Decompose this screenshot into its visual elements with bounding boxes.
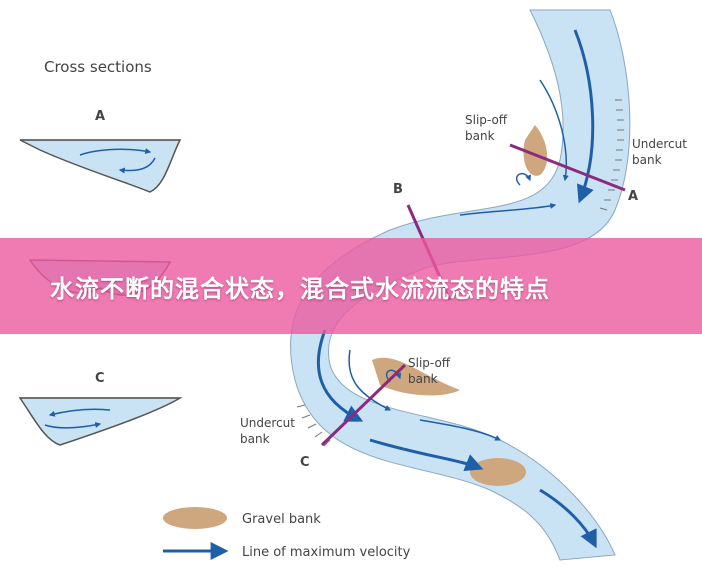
- title-banner: 水流不断的混合状态，混合式水流流态的特点: [0, 238, 702, 334]
- section-marker-b: B: [393, 182, 403, 197]
- gravel-bank-mid: [470, 458, 526, 486]
- legend: Gravel bank Line of maximum velocity: [163, 507, 411, 560]
- gravel-bank-legend-swatch: [163, 507, 227, 529]
- cross-section-a: A: [19, 109, 182, 193]
- banner-title: 水流不断的混合状态，混合式水流流态的特点: [50, 274, 550, 303]
- section-label-a: A: [95, 109, 105, 124]
- section-line-a: [509, 143, 626, 192]
- max-velocity-legend-label: Line of maximum velocity: [242, 545, 411, 560]
- section-marker-a: A: [628, 189, 638, 204]
- cross-section-c: C: [18, 371, 183, 446]
- gravel-bank-upper: [523, 125, 548, 176]
- gravel-bank-lower: [372, 357, 460, 396]
- gravel-bank-legend-label: Gravel bank: [242, 512, 321, 527]
- section-line-c: [320, 363, 407, 447]
- cross-sections-title: Cross sections: [44, 58, 152, 76]
- river-channel: [289, 9, 631, 561]
- section-marker-c: C: [300, 455, 310, 470]
- section-label-c: C: [95, 371, 105, 386]
